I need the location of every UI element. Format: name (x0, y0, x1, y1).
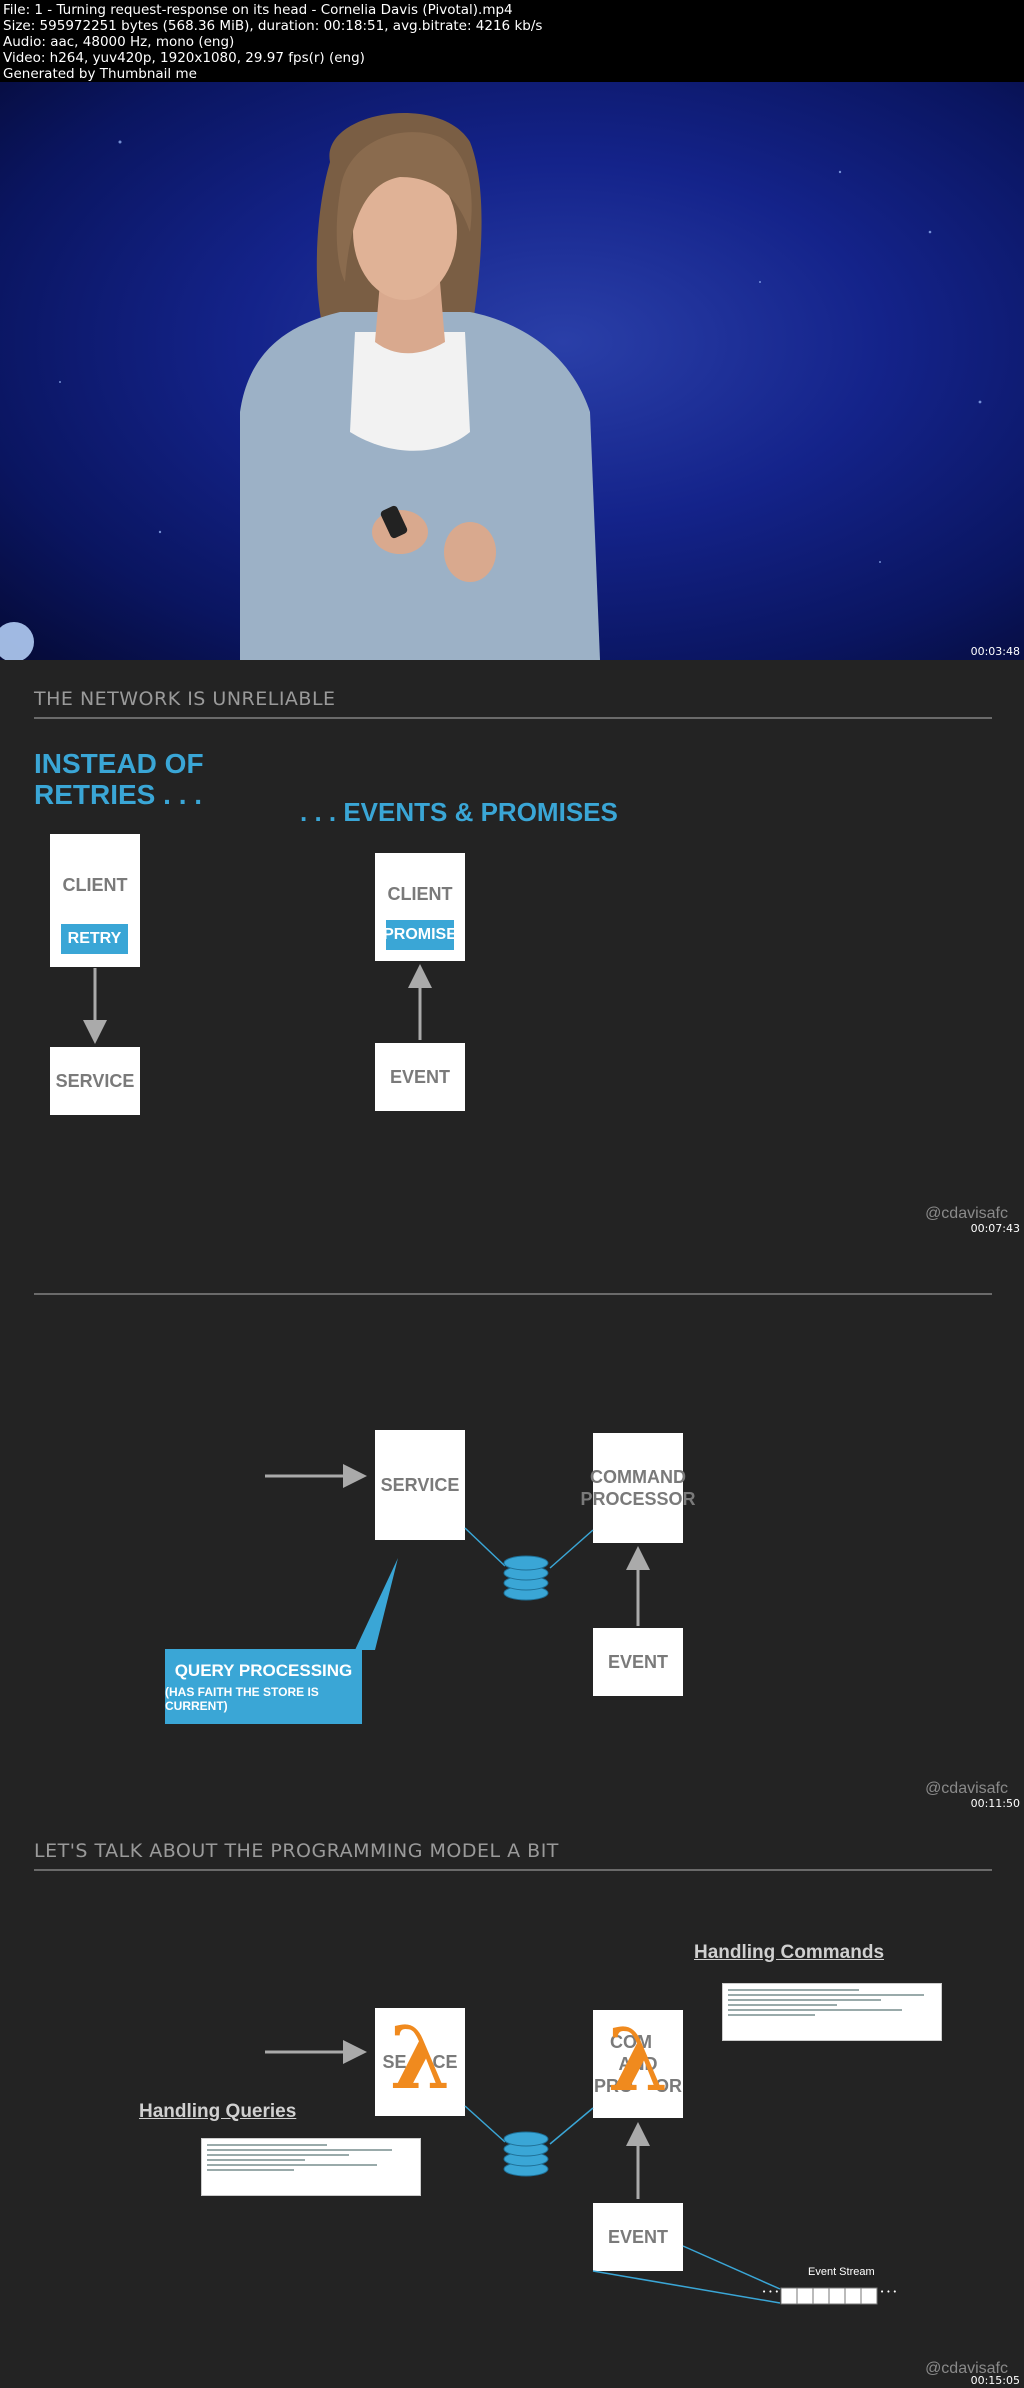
frame-query-processing: SERVICE COMMAND PROCESSOR EVENT QUERY PR… (0, 1238, 1024, 1816)
lambda-icon: λ (607, 2009, 669, 2111)
event-stream-ellipsis-left: • • • (762, 2288, 779, 2296)
title-rule (34, 1869, 992, 1871)
service-label-end: CE (432, 2052, 458, 2072)
left-heading-line-1: INSTEAD OF (34, 748, 204, 779)
client-label: CLIENT (62, 875, 128, 895)
command-store-line (549, 2107, 594, 2145)
commands-code-snippet (722, 1983, 942, 2041)
left-heading: INSTEAD OF RETRIES . . . (34, 748, 204, 810)
command-line-2-start: PRO (593, 2076, 633, 2096)
frame-speaker: 00:03:48 (0, 82, 1024, 660)
size-line: Size: 595972251 bytes (568.36 MiB), dura… (3, 18, 543, 34)
speaker-figure (59, 113, 982, 660)
twitter-handle: @cdavisafc (925, 1205, 1008, 1222)
frame-network-unreliable: THE NETWORK IS UNRELIABLE INSTEAD OF RET… (0, 660, 1024, 1238)
command-line-2-end: OR (655, 2076, 682, 2096)
command-line-1-end: AND (618, 2054, 658, 2074)
timestamp: 00:03:48 (970, 645, 1020, 658)
event-stream-line-2 (592, 2270, 781, 2304)
event-stream-ellipsis-right: • • • (880, 2288, 897, 2296)
stage-light (0, 622, 34, 660)
service-store-line (464, 1527, 506, 1567)
database-icon (503, 1555, 549, 1601)
arrows (83, 964, 432, 1044)
client2-label: CLIENT (387, 884, 453, 904)
video-line: Video: h264, yuv420p, 1920x1080, 29.97 f… (3, 50, 365, 66)
service-label-start: SE (382, 2052, 407, 2072)
queries-code-snippet (201, 2138, 421, 2196)
database-icon (503, 2131, 549, 2177)
command-line-1-start: COM (610, 2032, 652, 2052)
diagram-lines (265, 2040, 878, 2305)
video-info-header: File: 1 - Turning request-response on it… (0, 0, 1024, 82)
event-box: EVENT (593, 1628, 683, 1696)
slide-title: THE NETWORK IS UNRELIABLE (34, 688, 336, 710)
generated-line: Generated by Thumbnail me (3, 66, 197, 82)
event-stream-line-1 (682, 2245, 781, 2290)
timestamp: 00:11:50 (970, 1797, 1020, 1810)
audio-line: Audio: aac, 48000 Hz, mono (eng) (3, 34, 235, 50)
frame-programming-model: LET'S TALK ABOUT THE PROGRAMMING MODEL A… (0, 1816, 1024, 2388)
query-line-2: (HAS FAITH THE STORE IS CURRENT) (165, 1684, 319, 1713)
diagram-lines (265, 1464, 650, 1650)
slide-title: LET'S TALK ABOUT THE PROGRAMMING MODEL A… (34, 1840, 559, 1862)
file-line: File: 1 - Turning request-response on it… (3, 2, 513, 18)
twitter-handle: @cdavisafc (925, 2360, 1008, 2377)
service-box: SERVICE (375, 1430, 465, 1540)
handling-queries-heading: Handling Queries (139, 2101, 297, 2122)
service-box: SE CE (375, 2008, 465, 2116)
event-box: EVENT (375, 1043, 465, 1111)
command-line-1: COMMAND (590, 1467, 686, 1487)
command-processor-box: COMAND PRO OR (593, 2010, 683, 2118)
handling-commands-heading: Handling Commands (694, 1942, 885, 1963)
query-line-1: QUERY PROCESSING (174, 1660, 353, 1680)
command-processor-box: COMMAND PROCESSOR (580, 1433, 696, 1543)
twitter-handle: @cdavisafc (925, 1780, 1008, 1797)
event-stream-label: Event Stream (808, 2266, 875, 2278)
title-rule (34, 1293, 992, 1295)
timestamp: 00:15:05 (970, 2374, 1020, 2387)
callout-pointer (355, 1558, 398, 1650)
event-box: EVENT (593, 2203, 683, 2271)
command-line-2: PROCESSOR (580, 1489, 696, 1509)
timestamp: 00:07:43 (970, 1222, 1020, 1235)
lambda-icon: λ (389, 2007, 451, 2109)
service-store-line (464, 2105, 506, 2143)
title-rule (34, 717, 992, 719)
right-heading: . . . EVENTS & PROMISES (300, 797, 618, 827)
query-processing-callout: QUERY PROCESSING (HAS FAITH THE STORE IS… (165, 1649, 362, 1724)
left-heading-line-2: RETRIES . . . (34, 779, 203, 810)
event-stream-cells (780, 2287, 878, 2305)
promise-tag: PROMISE (383, 920, 457, 950)
command-store-line (549, 1529, 594, 1569)
service-box: SERVICE (50, 1047, 140, 1115)
retry-tag: RETRY (61, 924, 128, 954)
